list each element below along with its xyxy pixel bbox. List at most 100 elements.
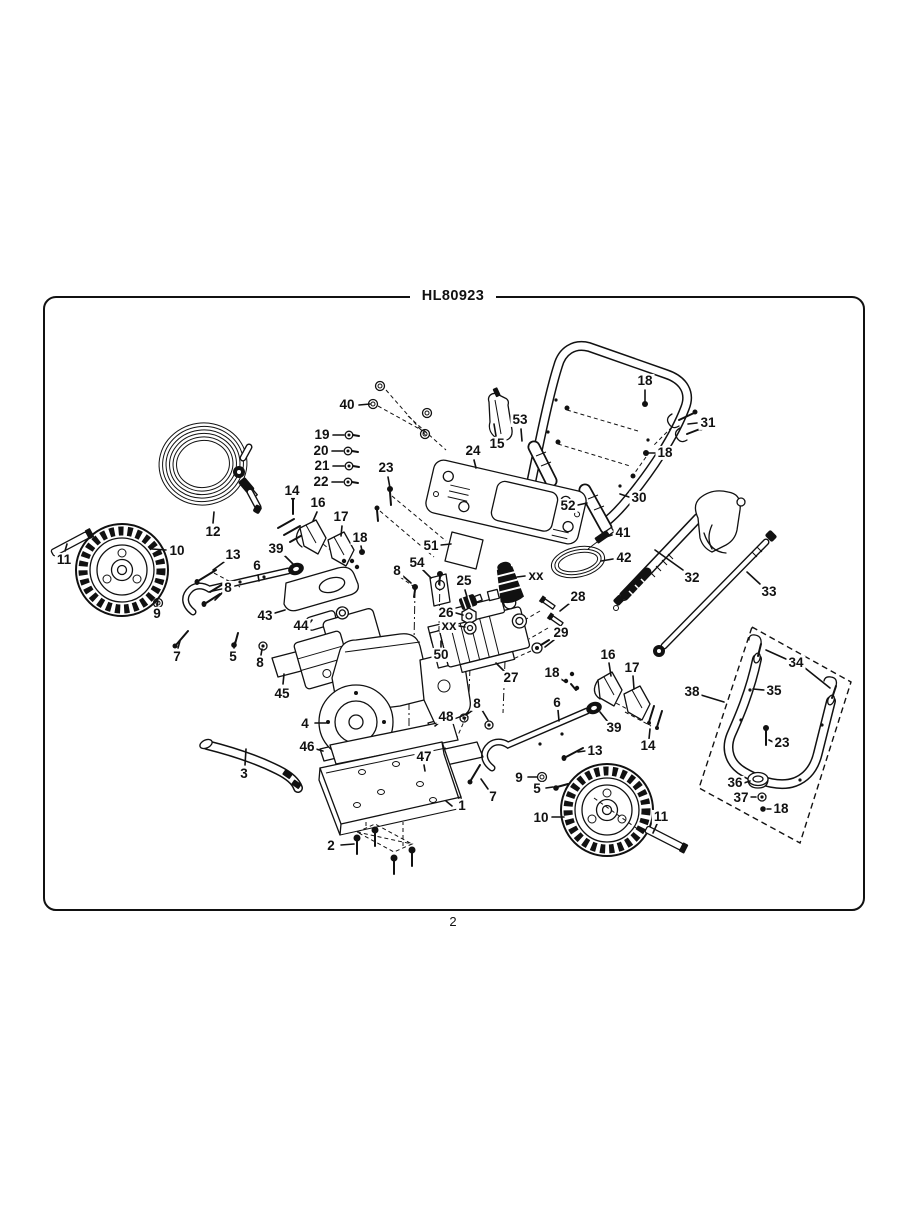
leader-line — [619, 493, 630, 498]
callout-52: 52 — [558, 497, 578, 514]
callout-47: 47 — [414, 748, 434, 765]
leader-line — [464, 589, 468, 598]
bolt-23-drawing — [763, 725, 769, 746]
leader-line — [768, 739, 774, 743]
pin-7-left-drawing — [172, 630, 189, 649]
leader-line — [648, 728, 651, 740]
left-axle-bolt-drawing — [50, 528, 95, 557]
callout-18: 18 — [542, 664, 562, 681]
callout-33: 33 — [759, 583, 779, 600]
screw-18-pump-drawing — [563, 671, 580, 691]
leader-line — [481, 709, 489, 721]
callout-2: 2 — [325, 837, 337, 854]
callout-3: 3 — [238, 765, 250, 782]
leader-line — [214, 592, 223, 601]
fitting-xx-drawing — [463, 621, 477, 635]
callout-54: 54 — [407, 554, 427, 571]
page-number: 2 — [449, 914, 457, 929]
pump-drawing — [429, 561, 531, 674]
leader-line — [495, 662, 505, 672]
leader-line — [274, 609, 286, 614]
pin-13-right-drawing — [561, 747, 584, 761]
leader-line — [765, 649, 787, 660]
callout-16: 16 — [598, 646, 618, 663]
callout-22: 22 — [311, 473, 331, 490]
spray-gun-drawing — [613, 490, 746, 611]
left-wheel-drawing — [75, 523, 169, 617]
hook-34-drawing — [748, 634, 838, 699]
bracket-17-right-drawing — [623, 685, 651, 721]
callout-4: 4 — [299, 715, 311, 732]
callout-9: 9 — [151, 605, 163, 622]
leader-line — [600, 558, 614, 562]
callout-8: 8 — [391, 562, 403, 579]
leader-line — [599, 711, 609, 723]
fitting-29-drawing — [531, 639, 550, 654]
callout-14: 14 — [638, 737, 658, 754]
callout-32: 32 — [682, 569, 702, 586]
pin-14-right-group-drawing — [647, 705, 663, 730]
screw-5-right-drawing — [553, 783, 569, 791]
leader-line — [177, 640, 181, 649]
callout-26: 26 — [436, 604, 456, 621]
leader-line — [746, 571, 761, 585]
handle-grip-53-drawing — [527, 440, 558, 488]
callout-12: 12 — [203, 523, 223, 540]
leader-line — [340, 843, 355, 846]
callout-43: 43 — [255, 607, 275, 624]
callout-18: 18 — [655, 444, 675, 461]
callout-30: 30 — [629, 489, 649, 506]
coiled-hose-drawing — [158, 422, 262, 514]
strap-drawing — [487, 387, 513, 442]
leader-line — [445, 800, 453, 807]
leader-line — [233, 641, 236, 649]
wand-drawing — [653, 530, 777, 657]
bolt-8-left-drawing — [201, 593, 221, 607]
callout-23: 23 — [772, 734, 792, 751]
callout-44: 44 — [291, 617, 311, 634]
control-panel-drawing — [425, 459, 587, 545]
callout-24: 24 — [463, 442, 483, 459]
callout-9: 9 — [513, 769, 525, 786]
leader-line — [440, 543, 452, 546]
leader-line — [64, 543, 68, 552]
leader-line — [423, 764, 426, 772]
leader-line — [212, 561, 225, 571]
callout-41: 41 — [613, 524, 633, 541]
leader-line — [516, 575, 526, 578]
leader-line — [687, 422, 698, 425]
callout-36: 36 — [725, 774, 745, 791]
callout-14: 14 — [282, 482, 302, 499]
callout-16: 16 — [308, 494, 328, 511]
leader-line — [602, 534, 613, 539]
bracket-16-right-drawing — [593, 671, 623, 707]
callout-39: 39 — [266, 540, 286, 557]
callout-35: 35 — [764, 682, 784, 699]
bolt-23-top-drawing — [374, 486, 393, 522]
small-hose-drawing — [550, 526, 615, 579]
leader-line — [493, 423, 497, 437]
leader-line — [520, 428, 523, 442]
leader-line — [557, 709, 560, 722]
leader-line — [212, 511, 215, 524]
callout-15: 15 — [487, 435, 507, 452]
callout-18: 18 — [635, 372, 655, 389]
callout-11: 11 — [651, 808, 671, 825]
leader-line — [387, 476, 391, 489]
callout-10: 10 — [531, 809, 551, 826]
callout-39: 39 — [604, 719, 624, 736]
leader-line — [743, 780, 751, 784]
callout-11: 11 — [54, 551, 74, 568]
callout-17: 17 — [331, 508, 351, 525]
leader-line — [458, 625, 466, 628]
leader-line — [577, 750, 586, 753]
callout-37: 37 — [731, 789, 751, 806]
callout-23: 23 — [376, 459, 396, 476]
leader-line — [455, 612, 464, 616]
leader-line — [244, 748, 247, 766]
nut-8-left-drawing — [258, 641, 268, 651]
leader-line — [544, 639, 555, 648]
callout-6: 6 — [251, 557, 263, 574]
